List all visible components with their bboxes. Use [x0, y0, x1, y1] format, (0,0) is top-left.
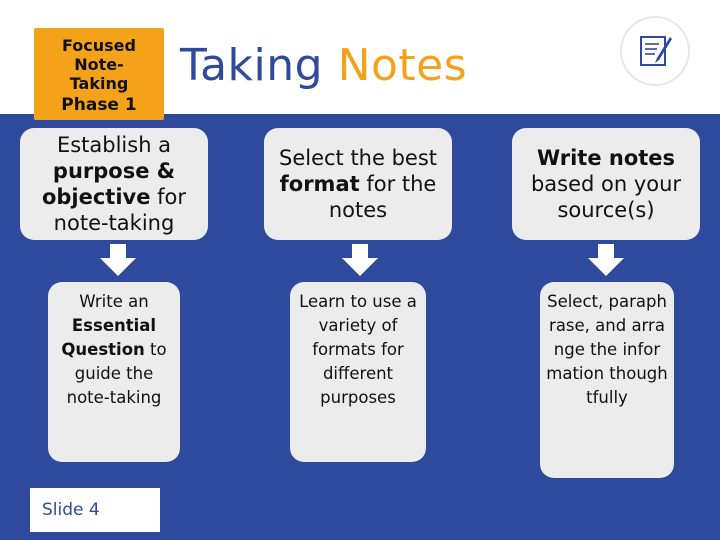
slide-number: Slide 4 [30, 488, 160, 532]
card-variety-formats: Learn to use a variety of formats for di… [290, 282, 426, 462]
card-purpose-bold: purpose & objective [41, 159, 176, 209]
card-eq-bold: Essential Question [61, 316, 157, 359]
card-write-notes: Write notes based on your source(s) [512, 128, 700, 240]
card-format-post: for the notes [328, 172, 437, 222]
card-eq-post: to guide the note-taking [66, 340, 167, 407]
card-format-bold: format [279, 172, 360, 196]
card-purpose-post: for note-taking [53, 185, 187, 235]
slide-number-label: Slide 4 [42, 500, 100, 520]
card-format: Select the best format for the notes [264, 128, 452, 240]
phase-label-line3: Taking [69, 74, 129, 93]
down-arrow-icon [100, 244, 136, 276]
phase-label-line1: Focused [62, 36, 136, 55]
card-essential-question: Write an Essential Question to guide the… [48, 282, 180, 462]
notepad-pencil-icon [622, 18, 688, 84]
phase-label-box: Focused Note- Taking Phase 1 [34, 28, 164, 120]
card-select-paraphrase: Select, paraphrase, and arrange the info… [540, 282, 674, 478]
phase-label-line2: Note- [74, 55, 124, 74]
down-arrow-icon [588, 244, 624, 276]
card-eq-pre: Write an [79, 292, 149, 311]
title-part1: Taking [180, 40, 338, 91]
card-format-pre: Select the best [278, 146, 438, 170]
decorative-bar [700, 482, 720, 540]
card-write-notes-post: based on your source(s) [530, 172, 682, 222]
card-purpose-pre: Establish a [56, 133, 172, 157]
page-title: Taking Notes [180, 40, 467, 91]
card-variety-text: Learn to use a variety of formats for di… [299, 292, 417, 407]
phase-label-line4: Phase 1 [61, 95, 137, 115]
card-select-text: Select, paraphrase, and arrange the info… [546, 292, 668, 407]
down-arrow-icon [342, 244, 378, 276]
card-purpose: Establish a purpose & objective for note… [20, 128, 208, 240]
title-part2: Notes [337, 40, 468, 91]
card-write-notes-bold: Write notes [536, 146, 676, 170]
